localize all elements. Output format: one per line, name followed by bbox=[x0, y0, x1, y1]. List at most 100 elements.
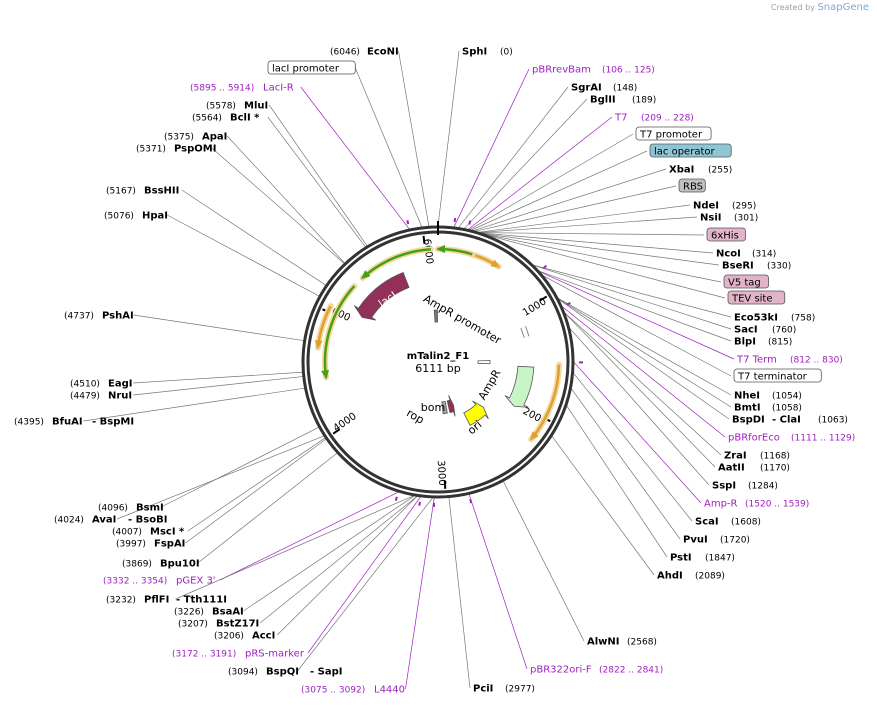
restriction-site-label[interactable]: BglII bbox=[590, 95, 616, 106]
restriction-site-label[interactable]: BsaAI bbox=[212, 607, 244, 618]
restriction-site-label[interactable]: PciI bbox=[473, 684, 493, 695]
primer-label[interactable]: Amp-R bbox=[704, 499, 738, 510]
position-label: (1111 .. 1129) bbox=[791, 434, 855, 444]
feature-badge[interactable] bbox=[723, 274, 769, 289]
laci-feature[interactable] bbox=[353, 272, 410, 321]
leader-line bbox=[300, 86, 410, 230]
restriction-site-label[interactable]: ApaI bbox=[202, 132, 227, 143]
leader-line bbox=[475, 185, 677, 232]
position-label: (189) bbox=[632, 96, 656, 106]
primer-label[interactable]: pBRforEco bbox=[728, 433, 780, 444]
restriction-site-label[interactable]: ZraI bbox=[724, 451, 747, 462]
leader-line bbox=[133, 376, 303, 396]
restriction-site-label[interactable]: NruI bbox=[108, 391, 132, 402]
feature-badge[interactable] bbox=[649, 143, 732, 158]
restriction-site-label[interactable]: MscI * bbox=[150, 527, 185, 538]
bom-feature[interactable] bbox=[441, 400, 448, 415]
feature-badge[interactable] bbox=[706, 227, 746, 242]
primer-label[interactable]: pBR322ori-F bbox=[530, 665, 592, 676]
restriction-site-label[interactable]: - Tth111I bbox=[176, 595, 227, 606]
arc-arrow bbox=[530, 364, 561, 440]
restriction-site-label[interactable]: BclI * bbox=[230, 113, 260, 124]
leader-line bbox=[187, 437, 326, 532]
restriction-site-label[interactable]: XbaI bbox=[669, 165, 694, 176]
leader-line bbox=[268, 104, 368, 247]
primer-label[interactable]: pGEX 3' bbox=[176, 576, 216, 587]
restriction-site-label[interactable]: FspAI bbox=[154, 539, 185, 550]
restriction-site-label[interactable]: NheI bbox=[734, 391, 760, 402]
restriction-site-label[interactable]: BlpI bbox=[734, 337, 756, 348]
restriction-site-label[interactable]: AhdI bbox=[657, 571, 683, 582]
restriction-site-label[interactable]: SgrAI bbox=[571, 83, 602, 94]
restriction-site-label[interactable]: SphI bbox=[462, 47, 487, 58]
restriction-site-label[interactable]: NsiI bbox=[700, 213, 721, 224]
restriction-site-label[interactable]: - BspMI bbox=[92, 417, 134, 428]
restriction-site-label[interactable]: Bpu10I bbox=[160, 559, 200, 570]
restriction-site-label[interactable]: EcoNI bbox=[367, 47, 399, 58]
primer-label[interactable]: T7 Term bbox=[736, 355, 777, 366]
restriction-site-label[interactable]: SspI bbox=[712, 481, 736, 492]
leader-line bbox=[167, 214, 320, 297]
position-label: (812 .. 830) bbox=[790, 356, 843, 366]
leader-line bbox=[479, 232, 705, 236]
restriction-site-label[interactable]: Eco53kI bbox=[734, 313, 778, 324]
restriction-site-label[interactable]: - BsoBI bbox=[128, 515, 167, 526]
primer-marker bbox=[566, 302, 571, 306]
restriction-site-label[interactable]: BmtI bbox=[734, 403, 761, 414]
lac-block-feature[interactable] bbox=[433, 309, 438, 323]
restriction-site-label[interactable]: BstZ17I bbox=[216, 619, 259, 630]
restriction-site-label[interactable]: EagI bbox=[108, 379, 132, 390]
restriction-site-label[interactable]: BssHII bbox=[144, 186, 179, 197]
restriction-site-label[interactable]: BseRI bbox=[722, 261, 754, 272]
feature-badge-label: 6xHis bbox=[711, 231, 739, 242]
restriction-site-label[interactable]: NcoI bbox=[716, 249, 741, 260]
restriction-site-label[interactable]: AccI bbox=[252, 631, 275, 642]
feature-badge[interactable] bbox=[635, 126, 712, 141]
ori-feature[interactable] bbox=[463, 400, 489, 426]
restriction-site-label[interactable]: NdeI bbox=[693, 201, 719, 212]
feature-badge[interactable] bbox=[267, 60, 356, 75]
leader-line bbox=[539, 271, 735, 360]
restriction-site-label[interactable]: PvuI bbox=[683, 535, 708, 546]
restriction-site-label[interactable]: ScaI bbox=[695, 517, 719, 528]
restriction-site-label[interactable]: AatII bbox=[718, 463, 745, 474]
primer-marker bbox=[418, 501, 421, 506]
ampr-feature[interactable] bbox=[504, 365, 535, 408]
restriction-site-label[interactable]: SacI bbox=[734, 325, 758, 336]
leader-line bbox=[484, 233, 722, 283]
feature-badge[interactable] bbox=[678, 178, 706, 193]
arc-arrowhead bbox=[490, 259, 501, 268]
restriction-site-label[interactable]: - ClaI bbox=[772, 415, 801, 426]
primer-label[interactable]: pRS-marker bbox=[245, 649, 305, 660]
arc-arrowhead bbox=[529, 431, 539, 441]
restriction-site-label[interactable]: MluI bbox=[244, 101, 268, 112]
position-label: (3075 .. 3092) bbox=[301, 686, 365, 696]
leader-line bbox=[211, 147, 345, 264]
restriction-site-label[interactable]: PstI bbox=[670, 553, 692, 564]
feature-badge[interactable] bbox=[733, 368, 822, 383]
position-label: (4096) bbox=[98, 504, 128, 514]
restriction-site-label[interactable]: PspOMI bbox=[174, 144, 216, 155]
dashed-region-feature[interactable] bbox=[477, 360, 491, 365]
restriction-site-label[interactable]: BspDI bbox=[732, 415, 765, 426]
restriction-site-label[interactable]: HpaI bbox=[142, 211, 168, 222]
restriction-site-label[interactable]: AvaI bbox=[92, 515, 116, 526]
restriction-site-label[interactable]: PshAI bbox=[102, 311, 134, 322]
primer-label[interactable]: T7 bbox=[614, 113, 627, 124]
restriction-site-label[interactable]: BsmI bbox=[136, 503, 164, 514]
restriction-site-label[interactable]: - SapI bbox=[310, 667, 342, 678]
position-label: (330) bbox=[767, 262, 791, 272]
primer-marker bbox=[394, 496, 398, 502]
restriction-site-label[interactable]: BspQI bbox=[266, 667, 299, 678]
restriction-site-label[interactable]: BfuAI bbox=[52, 417, 83, 428]
rop-feature[interactable] bbox=[446, 395, 456, 417]
restriction-site-label[interactable]: AlwNI bbox=[587, 637, 620, 648]
primer-label[interactable]: LacI-R bbox=[263, 83, 294, 94]
feature-badge-label: lac operator bbox=[654, 147, 715, 158]
primer-label[interactable]: L4440 bbox=[374, 685, 405, 696]
primer-label[interactable]: pBRrevBam bbox=[532, 65, 591, 76]
feature-badge[interactable] bbox=[727, 290, 786, 305]
restriction-site-label[interactable]: PflFI bbox=[144, 595, 169, 606]
position-label: (3206) bbox=[214, 632, 244, 642]
